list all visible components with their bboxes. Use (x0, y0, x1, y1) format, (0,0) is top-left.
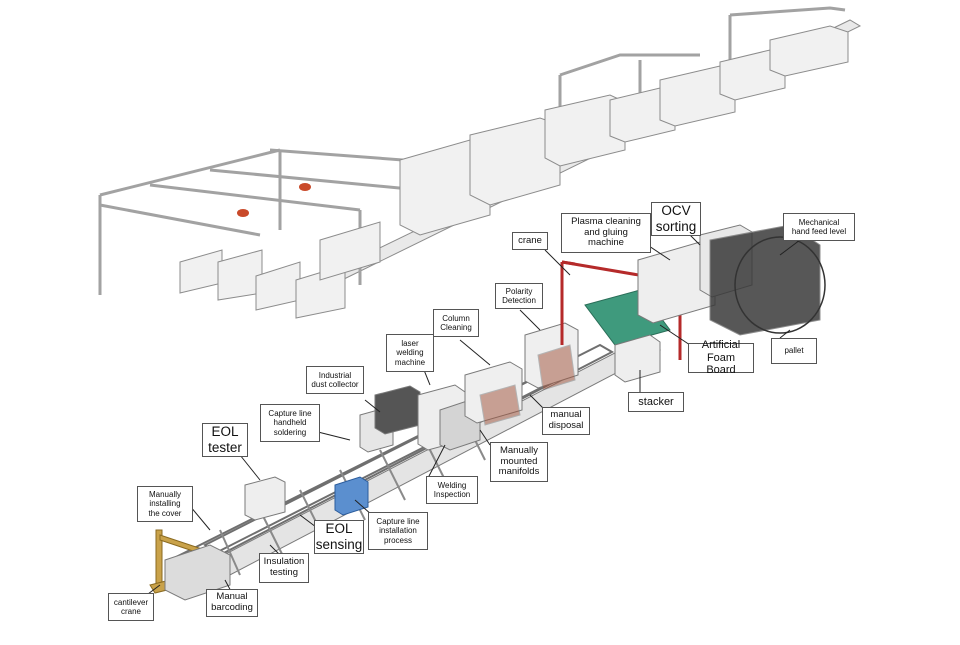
callout-leader-lines (139, 234, 801, 601)
manually-mounted-manifolds-label: Manually mounted manifolds (490, 442, 548, 482)
upper-assembly-line (98, 6, 862, 319)
ocv-sorting-label: OCV sorting (651, 202, 701, 236)
industrial-dust-collector-label: Industrial dust collector (306, 366, 364, 394)
mechanical-hand-feed-label: Mechanical hand feed level (783, 213, 855, 241)
plasma-cleaning-label: Plasma cleaning and gluing machine (561, 213, 651, 253)
pallet-label: pallet (771, 338, 817, 364)
capture-line-installation-label: Capture line installation process (368, 512, 428, 550)
eol-sensing-label: EOL sensing (314, 520, 364, 554)
crane-label: crane (512, 232, 548, 250)
cantilever-crane-label: cantilever crane (108, 593, 154, 621)
column-cleaning-label: Column Cleaning (433, 309, 479, 337)
insulation-testing-label: Insulation testing (259, 553, 309, 583)
manual-disposal-label: manual disposal (542, 407, 590, 435)
eol-tester-label: EOL tester (202, 423, 248, 457)
artificial-foam-board-label: Artificial Foam Board (688, 339, 754, 376)
lower-assembly-line (149, 224, 826, 601)
stacker-label: stacker (628, 392, 684, 412)
manually-installing-cover-label: Manually installing the cover (137, 486, 193, 522)
capture-line-soldering-label: Capture line handheld soldering (260, 404, 320, 442)
welding-inspection-label: Welding Inspection (426, 476, 478, 504)
laser-welding-label: laser welding machine (386, 334, 434, 372)
polarity-detection-label: Polarity Detection (495, 283, 543, 309)
manual-barcoding-label: Manual barcoding (206, 589, 258, 617)
